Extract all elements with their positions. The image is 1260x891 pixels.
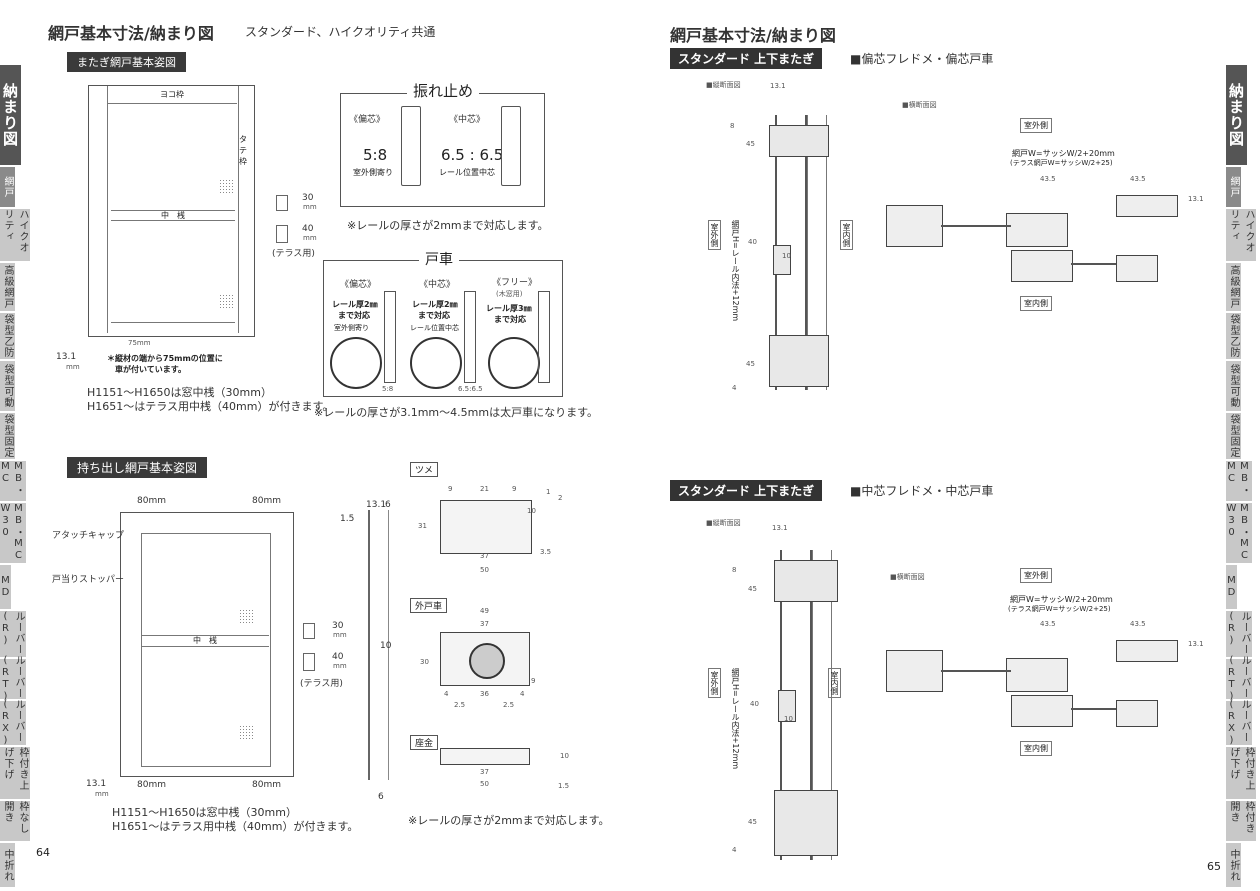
index-tab[interactable]: MB・MC (1226, 461, 1252, 503)
index-tab[interactable]: MB・MC (0, 461, 26, 503)
left-page-title: 網戸基本寸法/納まり図 (48, 24, 214, 43)
index-tab[interactable]: ルーバー(RX) (0, 699, 26, 747)
mesh-sample (219, 179, 233, 193)
index-tab[interactable]: MB・MC W30 (1226, 503, 1252, 565)
tosha-title: 戸車 (419, 249, 459, 269)
index-tab[interactable]: 中折れ (0, 843, 15, 889)
index-tab[interactable]: MD (1226, 565, 1237, 611)
index-tab[interactable]: 袋型固定 (0, 413, 15, 461)
index-tab[interactable]: 枠付き上げ下げ (1226, 747, 1256, 801)
index-tab[interactable]: 網戸 (1226, 167, 1241, 209)
fureshi-box: 振れ止め 《偏芯》 《中芯》 5:8 6.5 : 6.5 室外側寄り レール位置… (340, 80, 545, 207)
dim-40: 40 (302, 224, 314, 234)
stopper-label: 戸当りストッパー (52, 575, 125, 585)
index-tab[interactable]: 納まり図 (0, 65, 21, 167)
yoko-label: ヨコ枠 (107, 89, 237, 104)
roller-note-1: ＊縦材の端から75mmの位置に (107, 354, 223, 363)
tsume-part (440, 500, 532, 554)
index-tab[interactable]: ルーバー(R) (1226, 611, 1252, 659)
caption-3: H1151～H1650は窓中桟（30mm） (112, 806, 297, 819)
ratio-5-8: 5:8 (363, 146, 388, 164)
index-tab[interactable]: 袋型固定 (1226, 413, 1241, 461)
rail-profile-40 (276, 225, 288, 243)
index-tab[interactable]: ルーバー(RT) (0, 655, 26, 703)
vertical-section-2 (770, 550, 850, 860)
roller-hen-icon (330, 337, 382, 389)
index-tab[interactable]: ハイクオリティ (0, 209, 30, 263)
index-tab[interactable]: 網戸 (0, 167, 15, 209)
rail-profile-30 (276, 195, 288, 211)
naka-label: 中 桟 (111, 210, 235, 221)
right-page-title: 網戸基本寸法/納まり図 (670, 26, 836, 45)
tate-label: タテ枠 (239, 135, 247, 166)
page-number-right: 65 (1207, 860, 1221, 873)
tsume-label: ツメ (410, 462, 439, 477)
left-page-subtitle: スタンダード、ハイクオリティ共通 (245, 25, 436, 39)
roller-chu-icon (410, 337, 462, 389)
matagi-screen-frame: ヨコ枠 タテ枠 中 桟 (88, 85, 255, 337)
index-tab[interactable]: ルーバー(RX) (1226, 699, 1252, 747)
terrace-label: (テラス用) (272, 249, 315, 259)
ratio-6-5: 6.5 : 6.5 (441, 146, 504, 164)
index-tab[interactable]: 中折れ (1226, 843, 1241, 889)
mochidashi-figure-label: 持ち出し網戸基本姿図 (67, 457, 208, 478)
index-tab[interactable]: ルーバー(R) (0, 611, 26, 659)
index-tab[interactable]: ハイクオリティ (1226, 209, 1256, 263)
wheel-icon (469, 643, 505, 679)
fureshi-note: ※レールの厚さが2mmまで対応します。 (347, 219, 549, 232)
index-tab[interactable]: MB・MC W30 (0, 503, 26, 565)
mochidashi-screen-frame: 中 桟 (120, 512, 294, 777)
tosha-note: ※レールの厚さが3.1mm～4.5mmは太戸車になります。 (314, 406, 598, 419)
sotosha-label: 外戸車 (410, 598, 448, 613)
attach-cap-label: アタッチキャップ (52, 531, 125, 541)
roller-free-icon (488, 337, 540, 389)
index-tab[interactable]: 枠付き上げ下げ (0, 747, 30, 801)
index-tab[interactable]: 袋型可動 (1226, 361, 1241, 413)
index-tab[interactable]: 枠付き開き (1226, 801, 1256, 843)
index-tab[interactable]: 袋型乙防 (1226, 313, 1241, 361)
matagi-figure-label: またぎ網戸基本姿図 (67, 52, 186, 72)
section1-sub: ■偏芯フレドメ・偏芯戸車 (850, 52, 994, 66)
index-tab[interactable]: 袋型乙防 (0, 313, 15, 361)
vertical-section-1 (765, 115, 835, 390)
index-tab[interactable]: 枠なし開き (0, 801, 30, 843)
caption-1: H1151～H1650は窓中桟（30mm） (87, 386, 272, 399)
fureshi-part-chu (501, 106, 521, 186)
page-number-left: 64 (36, 846, 50, 859)
caption-4: H1651～はテラス用中桟（40mm）が付きます。 (112, 820, 359, 833)
horizontal-section-1 (886, 195, 1178, 285)
dim-30: 30 (302, 193, 314, 203)
fureshi-title: 振れ止め (407, 80, 480, 101)
index-tab[interactable]: 高級網戸 (0, 263, 15, 313)
section2-sub: ■中芯フレドメ・中芯戸車 (850, 484, 994, 498)
section1-label: スタンダード 上下またぎ (670, 48, 823, 69)
zagane-label: 座金 (410, 735, 439, 750)
index-tab[interactable]: 袋型可動 (0, 361, 15, 413)
index-tab[interactable]: MD (0, 565, 11, 611)
horizontal-section-2 (886, 640, 1178, 735)
sotosha-part (440, 632, 530, 686)
index-tab[interactable]: ルーバー(RT) (1226, 655, 1252, 703)
index-tab[interactable]: 納まり図 (1226, 65, 1247, 167)
bottom-note: ※レールの厚さが2mmまで対応します。 (408, 814, 610, 827)
tosha-box: 戸車 《偏芯》 《中芯》 《フリー》 (木窓用) レール厚2㎜ まで対応 室外側… (323, 249, 563, 397)
zagane-part (440, 748, 530, 765)
roller-note-2: 車が付いています。 (107, 365, 186, 374)
index-tab[interactable]: 高級網戸 (1226, 263, 1241, 313)
fureshi-part-hen (401, 106, 421, 186)
dim-13-1: 13.1 (56, 352, 77, 362)
section2-label: スタンダード 上下またぎ (670, 480, 823, 501)
caption-2: H1651～はテラス用中桟（40mm）が付きます。 (87, 400, 334, 413)
section-profile (368, 510, 389, 780)
mesh-sample (219, 294, 233, 308)
